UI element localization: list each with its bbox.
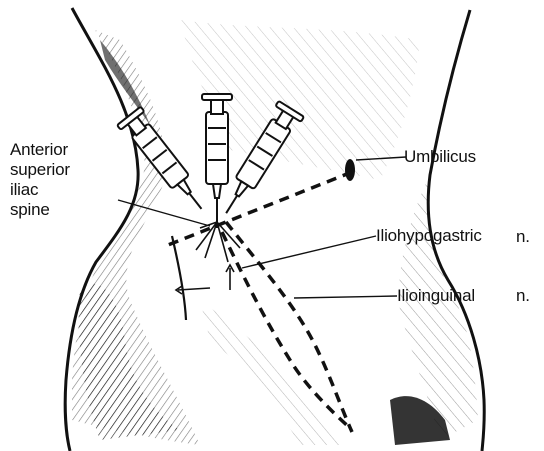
- ilioinguinal-label: Ilioinguinal: [397, 286, 475, 306]
- asis-label-line4: spine: [10, 200, 120, 220]
- syringe-vertical: [202, 94, 232, 228]
- asis-outline: [172, 236, 186, 320]
- umbilicus-asis-line: [168, 172, 352, 245]
- iliohypogastric-leader-line: [242, 236, 376, 268]
- shading-groin: [200, 300, 345, 445]
- iliohypogastric-label: Iliohypogastric: [376, 226, 482, 246]
- ilioinguinal-suffix: n.: [516, 286, 530, 306]
- asis-label-line3: iliac: [10, 180, 120, 200]
- umbilicus-mark: [345, 159, 355, 181]
- ilioinguinal-leader-line: [294, 296, 397, 298]
- asis-label: Anterior superior iliac spine: [10, 140, 120, 220]
- asis-label-line2: superior: [10, 160, 120, 180]
- iliohypogastric-suffix: n.: [516, 227, 530, 247]
- umbilicus-label: Umbilicus: [404, 147, 476, 167]
- asis-label-line1: Anterior: [10, 140, 120, 160]
- syringe-tilted-left: [117, 107, 213, 218]
